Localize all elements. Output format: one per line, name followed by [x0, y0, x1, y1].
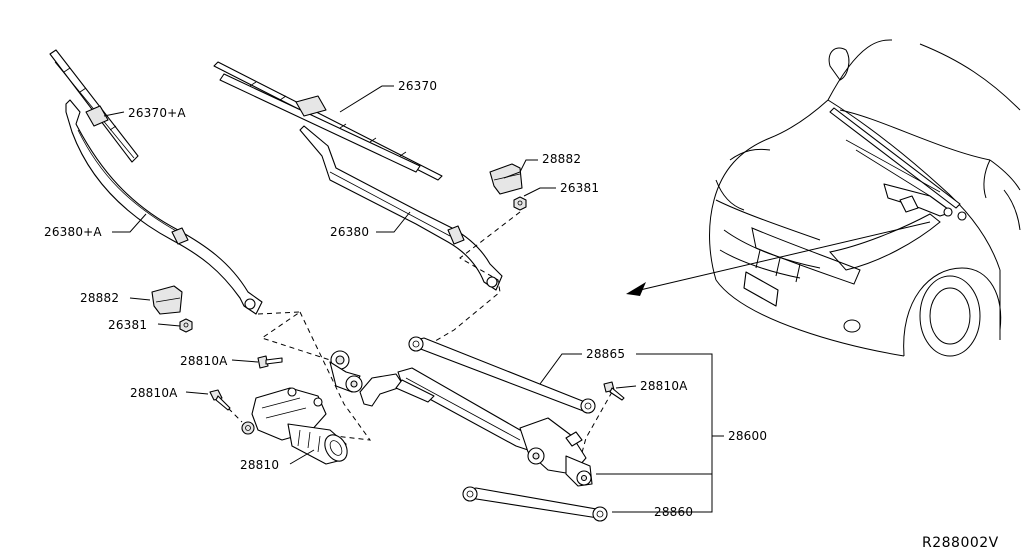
- label-linkage-assy: 28600: [728, 429, 767, 443]
- label-arm: 26380: [330, 225, 369, 239]
- figure-reference: R288002V: [922, 535, 999, 551]
- arm-cap-left: [151, 285, 183, 315]
- bolt-lower-left: [209, 389, 231, 411]
- vehicle-sketch: [709, 39, 1021, 357]
- linkage-assembly: [329, 350, 593, 487]
- link-rod: [408, 336, 596, 414]
- wiper-blade-left: [49, 49, 139, 163]
- label-blade-a: 26370+A: [128, 106, 186, 120]
- label-nut-right: 26381: [560, 181, 599, 195]
- arm-cap-right: [489, 163, 523, 195]
- bolt-right: [603, 381, 625, 401]
- drive-rod: [462, 486, 608, 522]
- label-link-rod: 28865: [586, 347, 625, 361]
- label-bolt-lower: 28810A: [130, 386, 178, 400]
- wiper-motor: [241, 387, 348, 465]
- part-labels: 26370+A 26370 26380+A 26380 28882 26381 …: [44, 79, 999, 551]
- wiper-arm-left: [65, 99, 263, 315]
- nut-left: [179, 318, 193, 333]
- leader-lines: [103, 85, 724, 513]
- label-arm-a: 26380+A: [44, 225, 102, 239]
- direction-arrow: [626, 221, 931, 296]
- wiper-arm-center: [299, 125, 503, 291]
- label-motor: 28810: [240, 458, 279, 472]
- label-cap-right: 28882: [542, 152, 581, 166]
- label-drive-rod: 28860: [654, 505, 693, 519]
- label-bolt-upper: 28810A: [180, 354, 228, 368]
- label-blade: 26370: [398, 79, 437, 93]
- label-cap-left: 28882: [80, 291, 119, 305]
- wiper-blade-center: [213, 61, 443, 181]
- label-bolt-right: 28810A: [640, 379, 688, 393]
- label-nut-left: 26381: [108, 318, 147, 332]
- nut-right: [513, 196, 527, 211]
- bolt-upper: [257, 355, 283, 369]
